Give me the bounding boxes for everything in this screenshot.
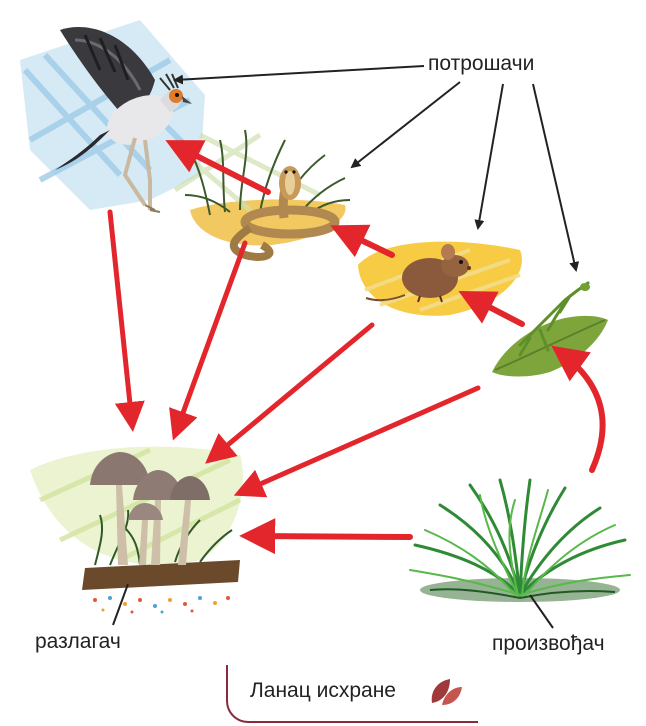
arrow-grass-to-decomposer [250,536,410,537]
pointer-to-mantis [533,84,576,270]
secretary-bird [20,20,205,212]
grass-producer [410,480,630,602]
arrow-mouse-to-decomposer [212,325,372,458]
arrow-bird-to-decomposer [110,212,132,423]
mantis [492,283,608,377]
pointer-to-mouse [478,84,503,228]
leaf-icon [428,675,464,707]
pointer-to-snake [352,82,460,167]
diagram-title: Ланац исхране [250,679,396,703]
arrow-mouse-to-snake [340,230,392,255]
mushrooms-decomposer [30,447,243,614]
producer-label: произвођач [492,632,605,656]
arrow-grass-to-mantis [560,352,603,470]
arrow-mantis-to-mouse [468,296,522,324]
arrow-snake-to-decomposer [176,243,245,432]
pointer-to-bird [175,66,424,80]
consumers-label: потрошачи [428,52,534,76]
decomposer-label: разлагач [35,630,121,654]
soil-particles [93,596,230,614]
title-frame: Ланац исхране [226,665,478,723]
